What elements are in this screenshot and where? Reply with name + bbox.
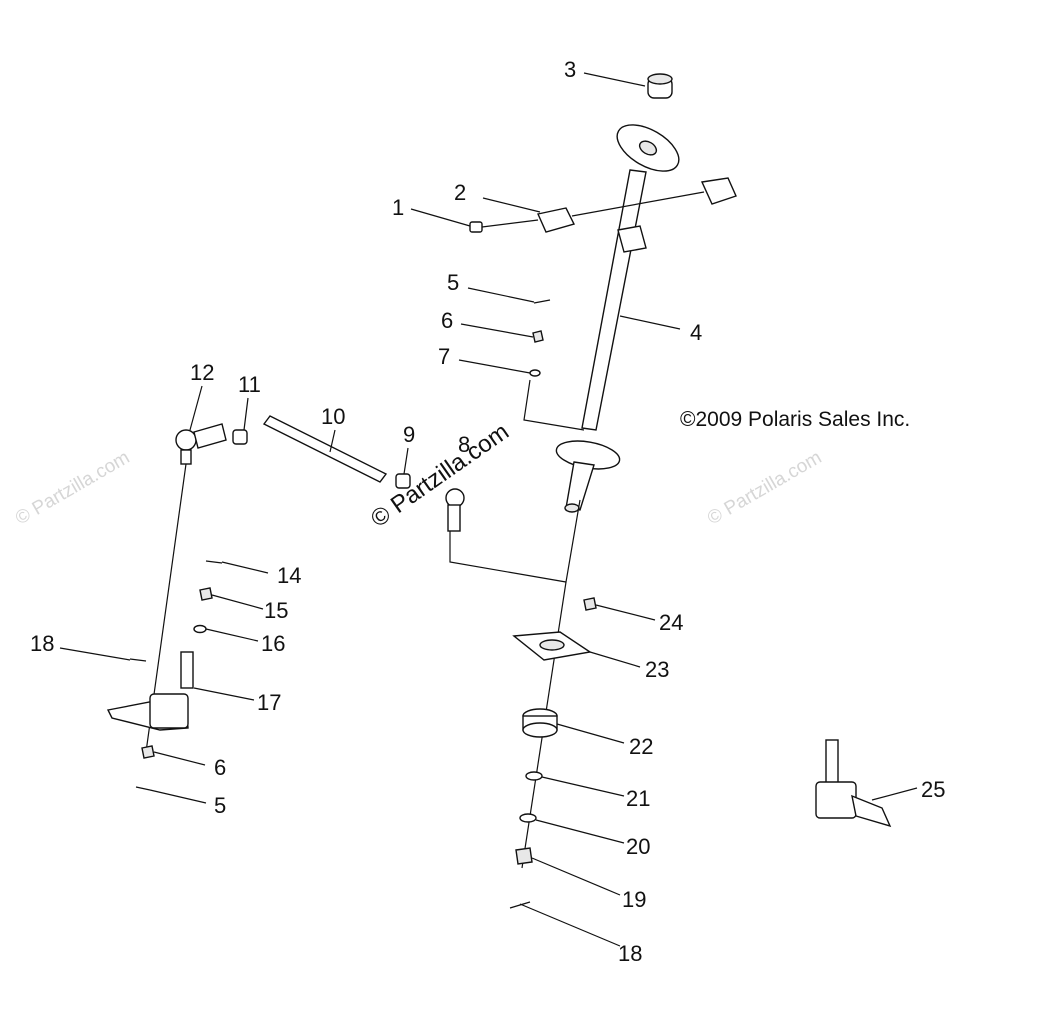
callout-7: 7 xyxy=(438,344,450,369)
callout-8: 8 xyxy=(458,432,470,457)
nut-part xyxy=(532,330,544,343)
washer-16-part xyxy=(193,624,207,634)
callout-11: 11 xyxy=(238,372,261,397)
callout-2: 2 xyxy=(454,180,466,205)
callouts: 3 2 1 5 6 7 4 12 11 10 9 8 14 15 16 18 1… xyxy=(30,57,945,966)
callout-3: 3 xyxy=(564,57,576,82)
cotter-pin-part xyxy=(533,299,551,304)
callout-21: 21 xyxy=(626,786,650,811)
callout-10: 10 xyxy=(321,404,345,429)
bearing-part xyxy=(522,708,558,738)
callout-1: 1 xyxy=(392,195,404,220)
cap-part xyxy=(647,73,673,99)
rod-end-part xyxy=(175,423,227,465)
tie-rod-part xyxy=(262,415,388,483)
callout-6-top: 6 xyxy=(441,308,453,333)
cotter-pin-5-lower-part xyxy=(135,786,151,791)
nut-11-part xyxy=(232,429,248,445)
cotter-pin-14-part xyxy=(205,560,223,564)
partzilla-watermark: © Partzilla.com xyxy=(366,418,514,533)
nut-9-part xyxy=(395,473,411,489)
washer-21-part xyxy=(525,771,543,781)
leader-lines xyxy=(59,72,918,947)
watermark-left: © Partzilla.com xyxy=(12,447,133,529)
cotter-pin-18-left-part xyxy=(129,658,147,662)
nut-15-part xyxy=(199,587,213,601)
callout-15: 15 xyxy=(264,598,288,623)
callout-14: 14 xyxy=(277,563,301,588)
callout-22: 22 xyxy=(629,734,653,759)
nut-24-part xyxy=(583,597,597,611)
tie-rod-end-part xyxy=(445,488,465,532)
spindle-left-part xyxy=(106,651,194,731)
washer-part xyxy=(529,369,541,377)
steering-post-part xyxy=(555,124,680,513)
watermark-right: © Partzilla.com xyxy=(704,447,825,529)
callout-12: 12 xyxy=(190,360,214,385)
callout-6-bottom: 6 xyxy=(214,755,226,780)
nut-19-part xyxy=(515,847,533,865)
screw-part xyxy=(469,219,539,233)
callout-17: 17 xyxy=(257,690,281,715)
callout-9: 9 xyxy=(403,422,415,447)
switch-bracket-part xyxy=(537,177,737,233)
nut-6-lower-part xyxy=(141,745,155,759)
callout-18-left: 18 xyxy=(30,631,54,656)
callout-19: 19 xyxy=(622,887,646,912)
callout-25: 25 xyxy=(921,777,945,802)
callout-23: 23 xyxy=(645,657,669,682)
cotter-pin-18-lower-part xyxy=(509,901,531,909)
callout-5-bottom: 5 xyxy=(214,793,226,818)
callout-24: 24 xyxy=(659,610,683,635)
spindle-right-part xyxy=(815,739,892,828)
callout-20: 20 xyxy=(626,834,650,859)
washer-20-part xyxy=(519,813,537,823)
callout-16: 16 xyxy=(261,631,285,656)
callout-5-top: 5 xyxy=(447,270,459,295)
callout-4: 4 xyxy=(690,320,702,345)
copyright-text: ©2009 Polaris Sales Inc. xyxy=(680,408,910,431)
callout-18-bottom: 18 xyxy=(618,941,642,966)
